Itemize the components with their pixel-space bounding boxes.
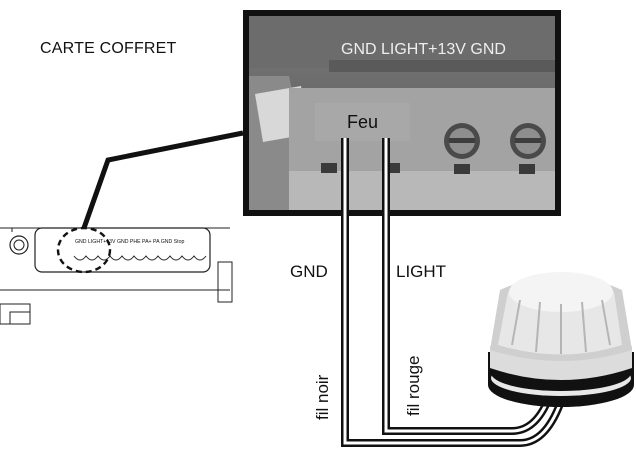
light-label: LIGHT — [396, 262, 447, 281]
photo-header-text: GND LIGHT+13V GND — [341, 41, 506, 58]
terminal-block-outline — [34, 227, 211, 273]
red-wire — [384, 138, 550, 433]
feu-label: Feu — [315, 103, 410, 141]
screw-row — [444, 123, 546, 159]
zoom-leader-line — [81, 130, 244, 229]
beacon-icon — [488, 272, 634, 407]
terminal-screws — [73, 255, 207, 261]
board-title: CARTE COFFRET — [40, 40, 177, 57]
fil-noir-label: fil noir — [313, 374, 332, 420]
wire-slots — [321, 163, 535, 174]
gnd-label: GND — [290, 262, 328, 281]
terminal-labels: GND LIGHT+13V GND PHE PA+ PA GND Stop — [75, 239, 184, 245]
fil-rouge-label: fil rouge — [404, 355, 423, 416]
mount-hole — [9, 235, 29, 255]
black-wire — [343, 138, 562, 445]
